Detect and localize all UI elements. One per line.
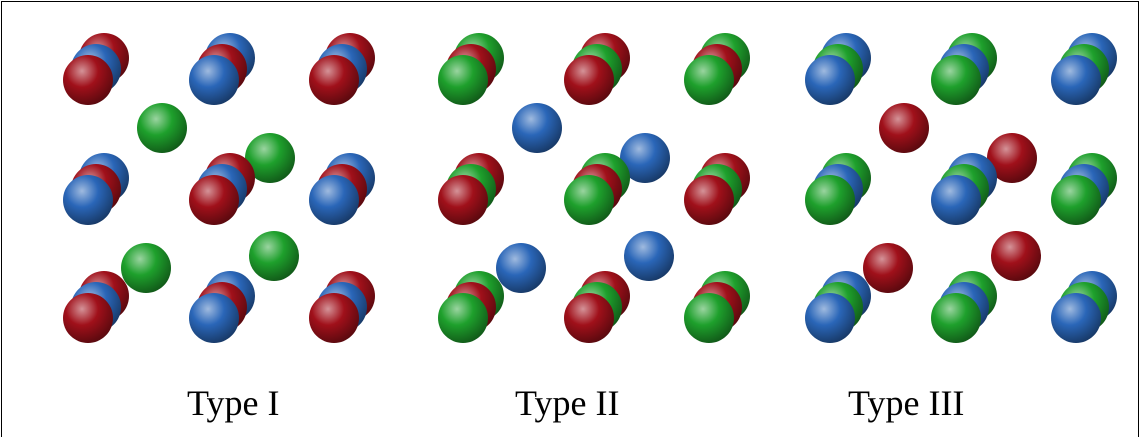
atom-stack-5-3 bbox=[931, 175, 981, 225]
atom-stack-8-3 bbox=[564, 293, 614, 343]
caption-type-1: Type I bbox=[187, 383, 280, 423]
interstitial-atom-1 bbox=[137, 103, 187, 153]
atom-stack-6-3 bbox=[1051, 175, 1101, 225]
atom-stack-1-3 bbox=[438, 55, 488, 105]
interstitial-atom-2 bbox=[245, 133, 295, 183]
atom-stack-5-3 bbox=[564, 175, 614, 225]
interstitial-atom-3 bbox=[863, 243, 913, 293]
panel-type-1 bbox=[63, 33, 375, 343]
atom-stack-6-3 bbox=[684, 175, 734, 225]
atom-stack-8-3 bbox=[931, 293, 981, 343]
atom-stack-2-3 bbox=[189, 55, 239, 105]
panel-type-3 bbox=[805, 33, 1117, 343]
atom-stack-5-3 bbox=[189, 175, 239, 225]
panel-type-2 bbox=[438, 33, 750, 343]
atom-stack-4-3 bbox=[63, 175, 113, 225]
atom-stack-9-3 bbox=[684, 293, 734, 343]
atom-stack-7-3 bbox=[805, 293, 855, 343]
interstitial-atom-3 bbox=[121, 243, 171, 293]
interstitial-atom-4 bbox=[624, 231, 674, 281]
interstitial-atom-4 bbox=[249, 231, 299, 281]
caption-type-2: Type II bbox=[515, 383, 620, 423]
atom-stack-6-3 bbox=[309, 175, 359, 225]
atom-stack-9-3 bbox=[1051, 293, 1101, 343]
interstitial-atom-1 bbox=[512, 103, 562, 153]
interstitial-atom-2 bbox=[620, 133, 670, 183]
atom-stack-2-3 bbox=[931, 55, 981, 105]
interstitial-atom-3 bbox=[496, 243, 546, 293]
atom-stack-1-3 bbox=[63, 55, 113, 105]
atom-stack-9-3 bbox=[309, 293, 359, 343]
atom-stack-7-3 bbox=[63, 293, 113, 343]
atom-stack-3-3 bbox=[1051, 55, 1101, 105]
interstitial-atom-1 bbox=[879, 103, 929, 153]
atom-stack-3-3 bbox=[309, 55, 359, 105]
interstitial-atom-4 bbox=[991, 231, 1041, 281]
atom-stack-8-3 bbox=[189, 293, 239, 343]
atom-stack-4-3 bbox=[805, 175, 855, 225]
atom-stack-3-3 bbox=[684, 55, 734, 105]
caption-type-3: Type III bbox=[848, 383, 965, 423]
atom-stack-7-3 bbox=[438, 293, 488, 343]
atom-stack-2-3 bbox=[564, 55, 614, 105]
atom-stack-4-3 bbox=[438, 175, 488, 225]
interstitial-atom-2 bbox=[987, 133, 1037, 183]
atom-stack-1-3 bbox=[805, 55, 855, 105]
